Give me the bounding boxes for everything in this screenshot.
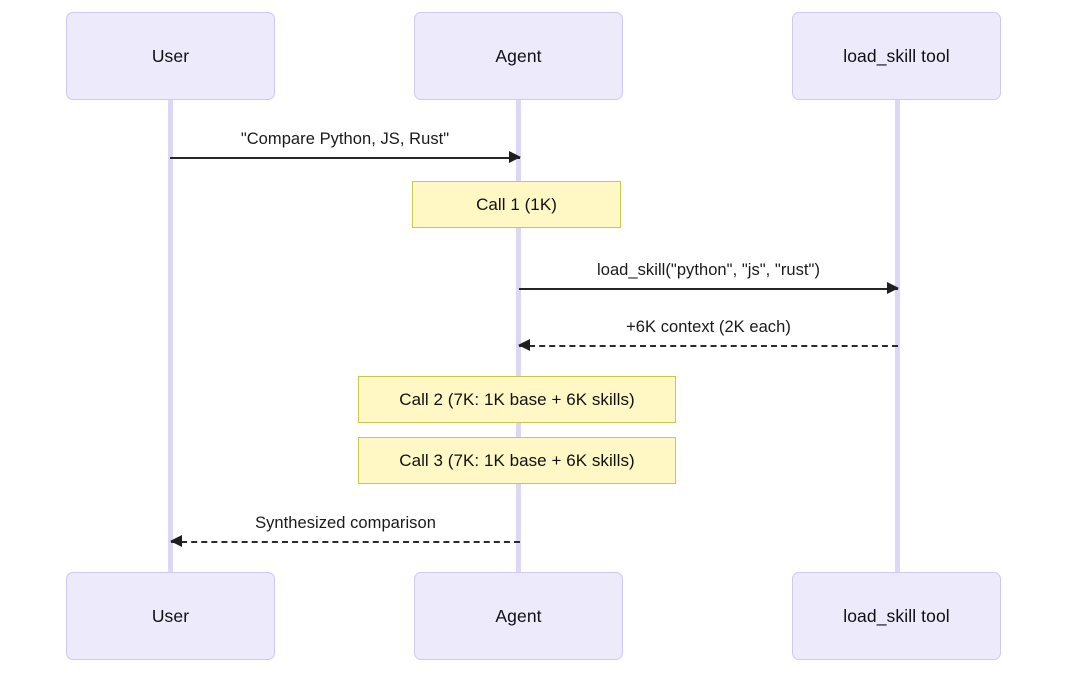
message-label: +6K context (2K each) <box>626 318 791 336</box>
message-label: Synthesized comparison <box>255 514 436 532</box>
note-call-2[interactable]: Call 2 (7K: 1K base + 6K skills) <box>358 376 676 423</box>
participant-label: User <box>151 45 190 66</box>
participant-label: load_skill tool <box>843 45 950 66</box>
message-label: "Compare Python, JS, Rust" <box>240 130 450 148</box>
participant-label: Agent <box>495 605 542 626</box>
lifeline-agent <box>516 100 521 572</box>
note-label: Call 2 (7K: 1K base + 6K skills) <box>399 389 635 409</box>
participant-agent-header[interactable]: Agent <box>414 12 623 100</box>
participant-agent-footer[interactable]: Agent <box>414 572 623 660</box>
note-label: Call 1 (1K) <box>476 194 557 214</box>
arrowhead-left-icon <box>518 338 530 351</box>
arrowhead-right-icon <box>887 281 899 294</box>
participant-user-footer[interactable]: User <box>66 572 275 660</box>
participant-user-header[interactable]: User <box>66 12 275 100</box>
note-call-1[interactable]: Call 1 (1K) <box>412 181 621 228</box>
message-line <box>519 345 898 347</box>
message-line <box>519 288 898 290</box>
message-line <box>170 157 520 159</box>
note-label: Call 3 (7K: 1K base + 6K skills) <box>399 450 635 470</box>
note-call-3[interactable]: Call 3 (7K: 1K base + 6K skills) <box>358 437 676 484</box>
arrowhead-right-icon <box>509 150 521 163</box>
lifeline-user <box>168 100 173 572</box>
participant-label: Agent <box>495 45 542 66</box>
participant-load-skill-tool-header[interactable]: load_skill tool <box>792 12 1001 100</box>
arrowhead-left-icon <box>170 534 182 547</box>
participant-label: User <box>151 605 190 626</box>
lifeline-load-skill-tool <box>895 100 900 572</box>
participant-load-skill-tool-footer[interactable]: load_skill tool <box>792 572 1001 660</box>
message-line <box>171 541 520 543</box>
message-label: load_skill("python", "js", "rust") <box>597 261 820 279</box>
participant-label: load_skill tool <box>843 605 950 626</box>
